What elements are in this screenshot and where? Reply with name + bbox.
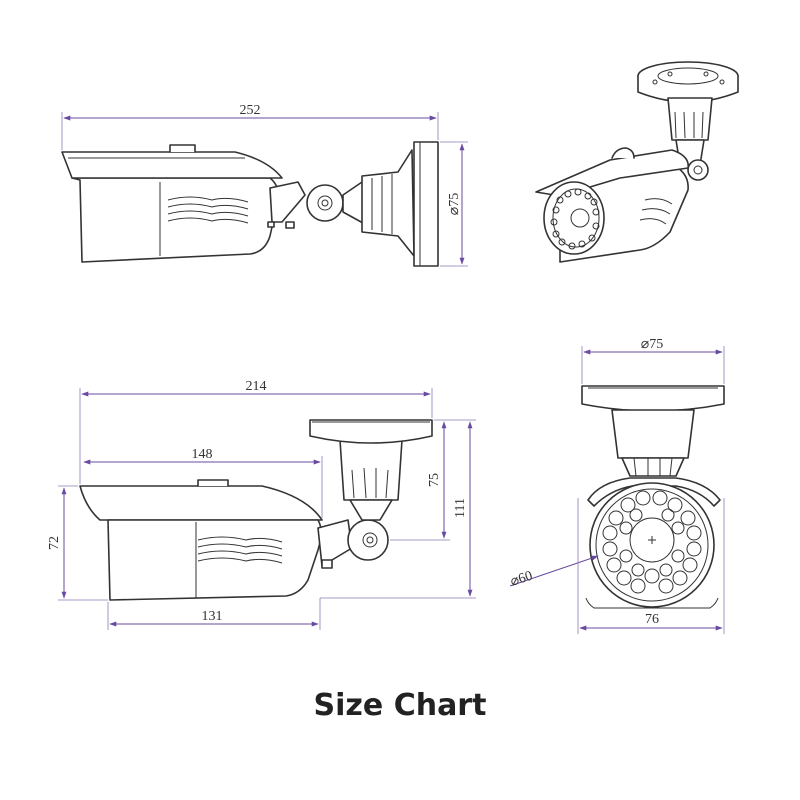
dim-label-214: 214	[246, 379, 267, 394]
dim-label-front-75: ⌀75	[641, 337, 663, 352]
cooling-fins	[167, 196, 249, 224]
dimension-mount-75: ⌀75	[440, 141, 468, 267]
dimension-72: 72	[47, 485, 108, 601]
dimension-252: 252	[61, 103, 439, 150]
dim-label-front-60: ⌀60	[509, 569, 535, 590]
dim-label-mount-75: ⌀75	[447, 193, 462, 215]
dimension-front-60: ⌀60	[509, 555, 599, 590]
dimension-front-75: ⌀75	[581, 337, 725, 384]
dimension-front-76: 76	[577, 498, 725, 634]
side-view-top	[61, 141, 439, 267]
perspective-view	[535, 61, 739, 263]
dim-label-148: 148	[192, 447, 213, 462]
dim-label-mount-height-75: 75	[427, 473, 442, 487]
dimension-mount-height-75: 75	[390, 419, 476, 541]
front-view	[581, 385, 725, 609]
dim-label-front-76: 76	[645, 612, 659, 627]
page-title: Size Chart	[313, 688, 487, 723]
dim-label-252: 252	[240, 103, 261, 118]
dimension-111: 111	[320, 421, 476, 599]
side-view-bottom	[79, 419, 433, 601]
dim-label-72: 72	[47, 536, 62, 550]
dim-label-131: 131	[202, 609, 223, 624]
dim-label-111: 111	[453, 498, 468, 518]
cooling-fins-bottom	[197, 536, 283, 564]
ir-leds-perspective	[550, 188, 600, 250]
dimension-131: 131	[107, 598, 321, 630]
dimension-148: 148	[83, 447, 323, 518]
dimension-214: 214	[79, 379, 433, 484]
ir-leds-front	[602, 490, 702, 594]
